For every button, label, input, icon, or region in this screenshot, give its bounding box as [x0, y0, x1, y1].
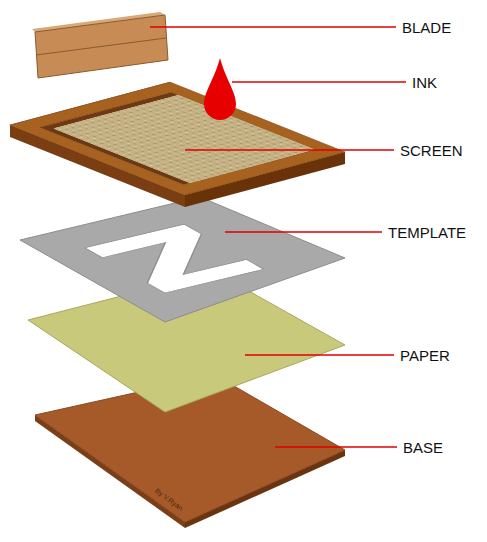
part-label: BLADE — [402, 20, 451, 35]
part-label: PAPER — [400, 348, 450, 363]
squeegee-blade — [32, 12, 168, 78]
part-label: BASE — [403, 440, 443, 455]
ink-drop — [204, 58, 236, 120]
leader-lines — [150, 27, 406, 447]
screen-frame — [10, 82, 345, 207]
part-label: SCREEN — [400, 143, 463, 158]
watermark: By V.Ryan — [154, 487, 184, 512]
template-stencil — [20, 197, 345, 322]
part-label: INK — [412, 75, 437, 90]
part-label: TEMPLATE — [388, 225, 466, 240]
